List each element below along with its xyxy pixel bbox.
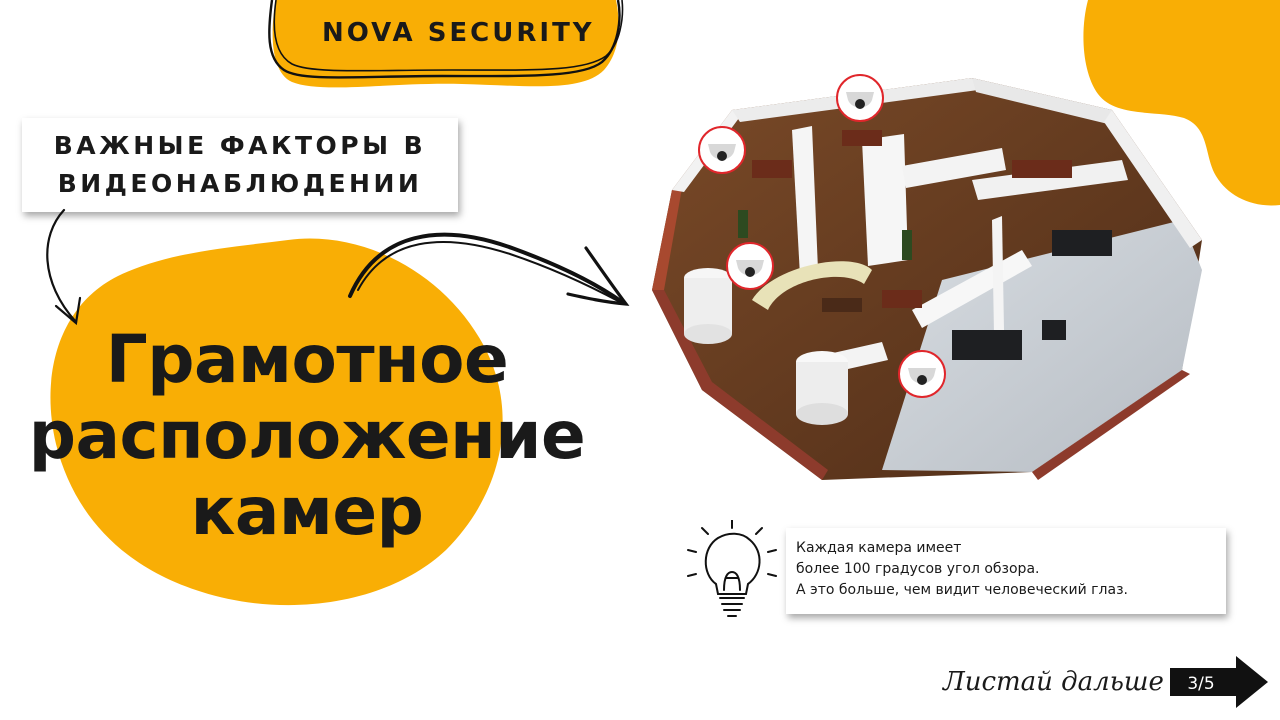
headline-line1: Грамотное — [105, 321, 509, 398]
brand-blob — [268, 0, 624, 88]
curved-arrow-icon — [348, 232, 630, 306]
brand-name: NOVA SECURITY — [322, 18, 595, 48]
next-page-label[interactable]: Листай дальше — [943, 667, 1164, 697]
headline-line2: расположение — [28, 397, 586, 474]
factor-title-line2: ВИДЕОНАБЛЮДЕНИИ — [57, 169, 423, 198]
page-indicator: 3/5 — [1187, 674, 1215, 694]
security-camera-icon — [726, 242, 774, 290]
security-camera-icon — [898, 350, 946, 398]
security-camera-icon — [698, 126, 746, 174]
factor-card: ВАЖНЫЕ ФАКТОРЫ В ВИДЕОНАБЛЮДЕНИИ — [22, 118, 458, 212]
security-camera-icon — [836, 74, 884, 122]
office-plan-illustration — [652, 74, 1202, 480]
tip-line2: более 100 градусов угол обзора. — [796, 561, 1040, 577]
next-arrow-icon[interactable] — [1170, 656, 1270, 708]
arrow-group — [46, 208, 630, 326]
page-title: Грамотное расположение камер — [22, 322, 592, 550]
tip-line1: Каждая камера имеет — [796, 540, 962, 556]
lightbulb-icon — [687, 520, 777, 617]
tip-line3: А это больше, чем видит человеческий гла… — [796, 582, 1128, 598]
corner-blob — [1083, 0, 1280, 206]
factor-title-line1: ВАЖНЫЕ ФАКТОРЫ В — [53, 131, 427, 160]
headline-line3: камер — [190, 473, 424, 550]
headline-blob — [50, 238, 503, 606]
tip-card: Каждая камера имеет более 100 градусов у… — [786, 528, 1226, 614]
curved-arrow-icon — [46, 208, 82, 326]
